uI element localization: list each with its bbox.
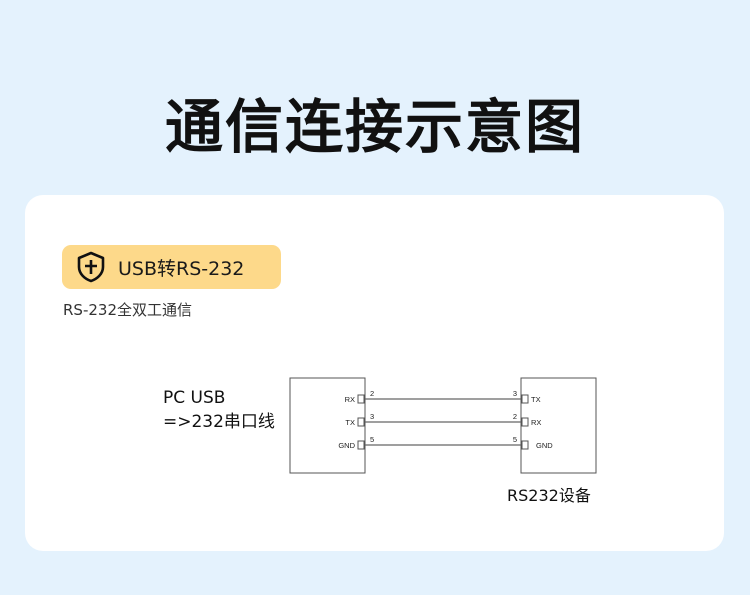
right-pin-name: RX	[531, 418, 541, 427]
right-pin-name: TX	[531, 395, 541, 404]
right-pin-number: 5	[513, 435, 517, 444]
left-pin-name: RX	[345, 395, 355, 404]
left-pin-connector	[357, 394, 365, 404]
left-pin-number: 2	[370, 389, 374, 398]
left-pin-number: 5	[370, 435, 374, 444]
pc-label-line2: =>232串口线	[163, 412, 275, 432]
shield-plus-icon	[77, 251, 105, 283]
left-pin-connector	[357, 440, 365, 450]
pc-usb-label: PC USB =>232串口线	[163, 386, 275, 434]
right-pin-connector	[521, 440, 529, 450]
right-pin-connector	[521, 394, 529, 404]
subtitle: RS-232全双工通信	[63, 301, 192, 319]
right-box	[520, 377, 597, 474]
left-pin-connector	[357, 417, 365, 427]
right-pin-name: GND	[536, 441, 553, 450]
left-pin-name: TX	[345, 418, 355, 427]
rs232-device-label: RS232设备	[507, 486, 591, 505]
left-pin-name: GND	[338, 441, 355, 450]
left-box	[289, 377, 366, 474]
page-title: 通信连接示意图	[164, 93, 585, 161]
left-pin-number: 3	[370, 412, 374, 421]
pc-label-line1: PC USB	[163, 388, 226, 408]
right-pin-number: 3	[513, 389, 517, 398]
right-pin-number: 2	[513, 412, 517, 421]
badge: USB转RS-232	[62, 245, 281, 289]
badge-label: USB转RS-232	[118, 257, 245, 280]
right-pin-connector	[521, 417, 529, 427]
